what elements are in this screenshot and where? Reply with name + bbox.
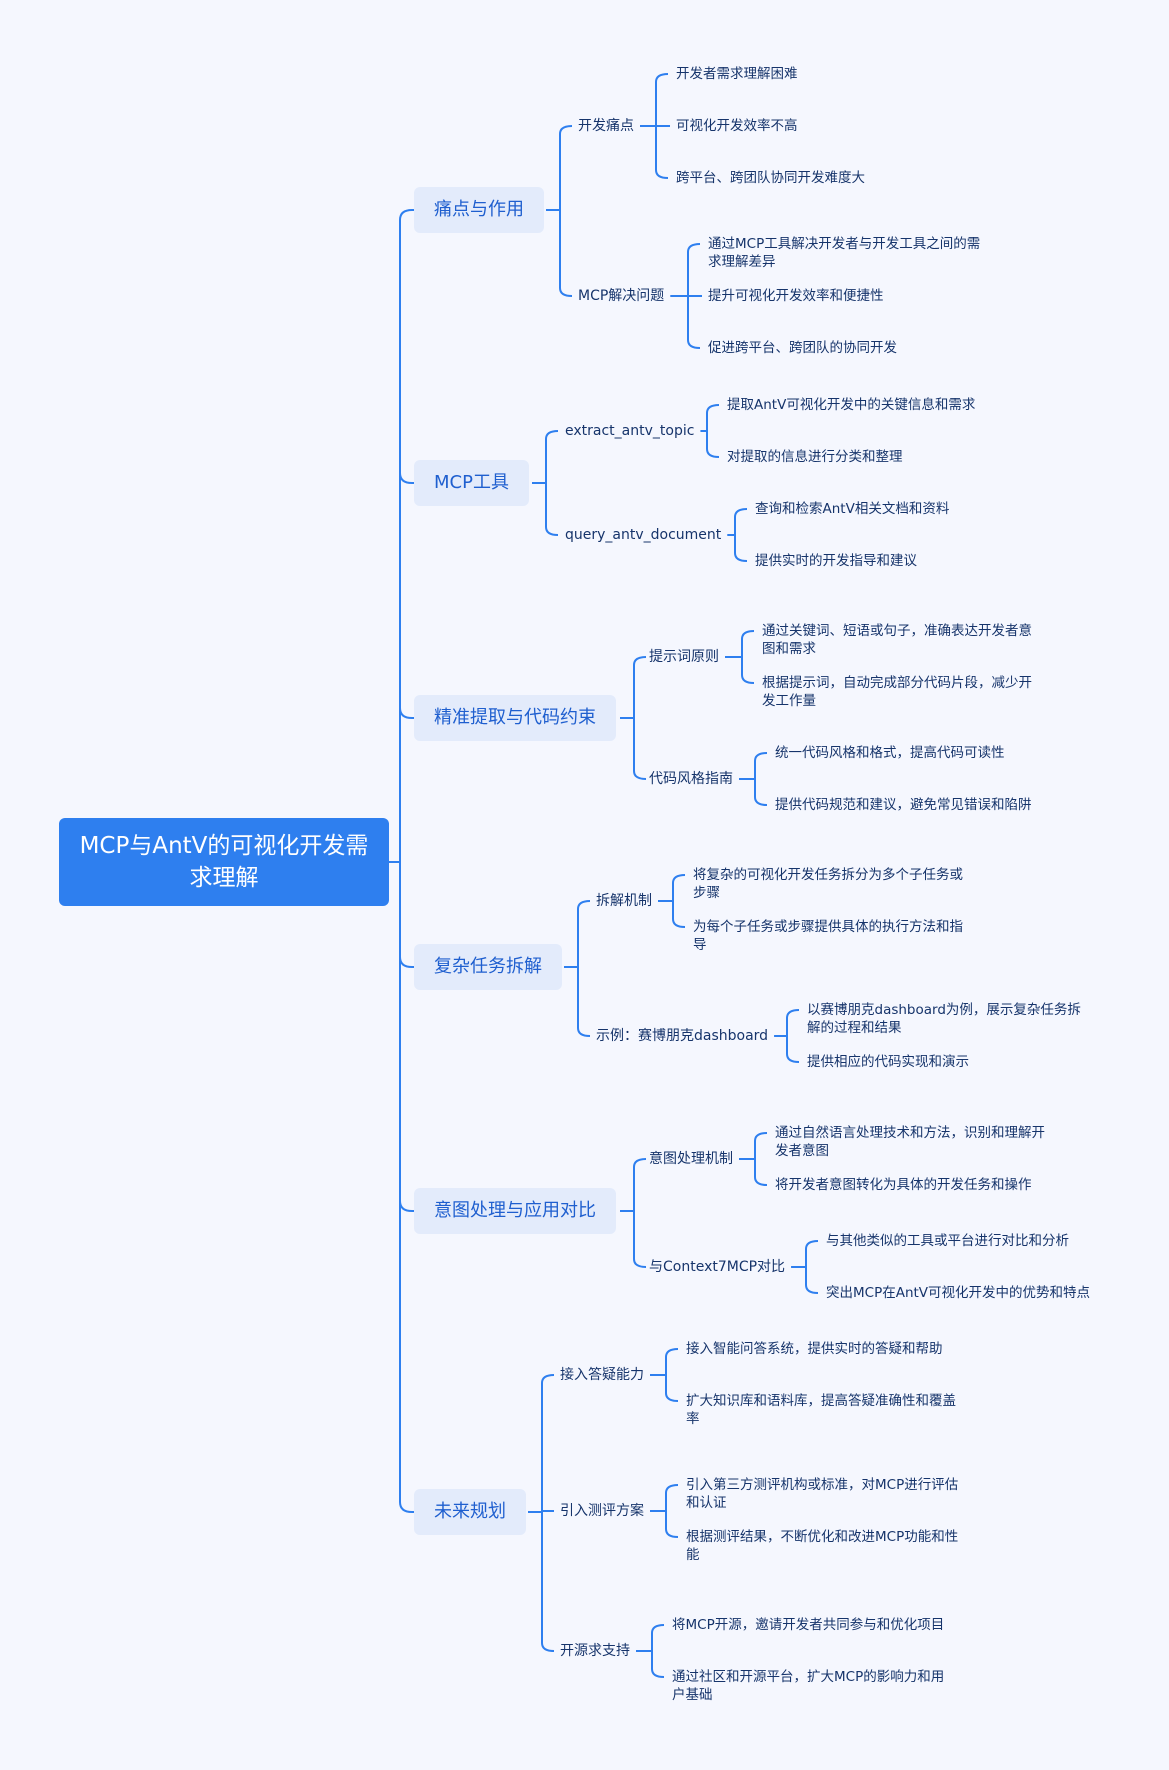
leaf-3-0-1[interactable]: 为每个子任务或步骤提供具体的执行方法和指导: [693, 919, 963, 953]
leaf-0-0-1[interactable]: 可视化开发效率不高: [676, 118, 798, 134]
leaf-3-1-1[interactable]: 提供相应的代码实现和演示: [807, 1054, 969, 1070]
branch-bracket-3: [577, 900, 591, 1037]
branch-topic-1[interactable]: MCP工具: [414, 460, 529, 506]
leaf-0-0-0[interactable]: 开发者需求理解困难: [676, 66, 798, 82]
trunk-branch-1: [399, 472, 414, 484]
leaf-3-0-0[interactable]: 将复杂的可视化开发任务拆分为多个子任务或步骤: [693, 867, 963, 901]
sub-bracket-1-0: [706, 404, 720, 458]
leaf-2-1-0[interactable]: 统一代码风格和格式，提高代码可读性: [775, 745, 1005, 761]
trunk-branch-4: [399, 1200, 414, 1212]
sub-bracket-3-0: [672, 874, 686, 928]
branch-topic-2[interactable]: 精准提取与代码约束: [414, 695, 616, 741]
subtopic-1-0[interactable]: extract_antv_topic: [565, 423, 695, 439]
leaf-4-1-0[interactable]: 与其他类似的工具或平台进行对比和分析: [826, 1233, 1069, 1249]
sub-bracket-5-1: [665, 1484, 679, 1538]
subtopic-3-1[interactable]: 示例：赛博朋克dashboard: [596, 1028, 769, 1044]
leaf-2-0-0[interactable]: 通过关键词、短语或句子，准确表达开发者意图和需求: [762, 623, 1032, 657]
branch-topic-0[interactable]: 痛点与作用: [414, 187, 544, 233]
branch-bracket-2: [633, 656, 647, 780]
sub-bracket-2-1: [754, 752, 768, 806]
leaf-5-2-1[interactable]: 通过社区和开源平台，扩大MCP的影响力和用户基础: [672, 1669, 945, 1703]
subtopic-4-1[interactable]: 与Context7MCP对比: [649, 1259, 786, 1275]
trunk-branch-2: [399, 707, 414, 719]
subtopic-1-1[interactable]: query_antv_document: [565, 527, 722, 543]
subtopic-2-0[interactable]: 提示词原则: [649, 649, 719, 665]
branch-topic-5[interactable]: 未来规划: [414, 1489, 526, 1535]
leaf-1-0-0[interactable]: 提取AntV可视化开发中的关键信息和需求: [727, 397, 976, 413]
leaf-1-1-0[interactable]: 查询和检索AntV相关文档和资料: [755, 501, 950, 517]
trunk-branch-3: [399, 956, 414, 968]
subtopic-0-1[interactable]: MCP解决问题: [578, 288, 665, 304]
leaf-5-0-0[interactable]: 接入智能问答系统，提供实时的答疑和帮助: [686, 1341, 943, 1357]
trunk-branch-5: [399, 1501, 414, 1513]
subtopic-5-2[interactable]: 开源求支持: [560, 1643, 630, 1659]
sub-bracket-1-1: [734, 508, 748, 562]
leaf-0-0-2[interactable]: 跨平台、跨团队协同开发难度大: [676, 170, 865, 186]
subtopic-0-0[interactable]: 开发痛点: [578, 118, 634, 134]
branch-topic-3[interactable]: 复杂任务拆解: [414, 944, 562, 990]
leaf-4-0-0[interactable]: 通过自然语言处理技术和方法，识别和理解开发者意图: [775, 1125, 1045, 1159]
subtopic-5-1[interactable]: 引入测评方案: [560, 1503, 644, 1519]
sub-bracket-5-0: [665, 1348, 679, 1402]
sub-bracket-4-1: [805, 1240, 819, 1294]
leaf-1-0-1[interactable]: 对提取的信息进行分类和整理: [727, 449, 903, 465]
branch-bracket-1: [545, 430, 559, 536]
sub-bracket-3-1: [786, 1009, 800, 1063]
trunk-branch-0: [399, 209, 414, 221]
leaf-0-1-0[interactable]: 通过MCP工具解决开发者与开发工具之间的需求理解差异: [708, 236, 981, 270]
leaf-0-1-1[interactable]: 提升可视化开发效率和便捷性: [708, 288, 884, 304]
subtopic-4-0[interactable]: 意图处理机制: [649, 1151, 733, 1167]
leaf-2-0-1[interactable]: 根据提示词，自动完成部分代码片段，减少开发工作量: [762, 675, 1032, 709]
leaf-2-1-1[interactable]: 提供代码规范和建议，避免常见错误和陷阱: [775, 797, 1032, 813]
leaf-1-1-1[interactable]: 提供实时的开发指导和建议: [755, 553, 917, 569]
sub-bracket-5-2: [651, 1624, 665, 1678]
leaf-4-0-1[interactable]: 将开发者意图转化为具体的开发任务和操作: [775, 1177, 1032, 1193]
leaf-5-0-1[interactable]: 扩大知识库和语料库，提高答疑准确性和覆盖率: [686, 1393, 956, 1427]
root-topic[interactable]: MCP与AntV的可视化开发需求理解: [59, 818, 389, 906]
subtopic-2-1[interactable]: 代码风格指南: [649, 771, 733, 787]
leaf-5-1-1[interactable]: 根据测评结果，不断优化和改进MCP功能和性能: [686, 1529, 959, 1563]
sub-bracket-2-0: [741, 630, 755, 684]
branch-bracket-0: [559, 125, 573, 297]
subtopic-5-0[interactable]: 接入答疑能力: [560, 1367, 644, 1383]
leaf-0-1-2[interactable]: 促进跨平台、跨团队的协同开发: [708, 340, 897, 356]
branch-bracket-4: [633, 1158, 647, 1268]
branch-topic-4[interactable]: 意图处理与应用对比: [414, 1188, 616, 1234]
branch-bracket-5: [541, 1374, 555, 1652]
leaf-5-1-0[interactable]: 引入第三方测评机构或标准，对MCP进行评估和认证: [686, 1477, 959, 1511]
leaf-3-1-0[interactable]: 以赛博朋克dashboard为例，展示复杂任务拆解的过程和结果: [807, 1002, 1081, 1036]
leaf-4-1-1[interactable]: 突出MCP在AntV可视化开发中的优势和特点: [826, 1285, 1091, 1301]
sub-bracket-4-0: [754, 1132, 768, 1186]
subtopic-3-0[interactable]: 拆解机制: [596, 893, 652, 909]
leaf-5-2-0[interactable]: 将MCP开源，邀请开发者共同参与和优化项目: [672, 1617, 945, 1633]
